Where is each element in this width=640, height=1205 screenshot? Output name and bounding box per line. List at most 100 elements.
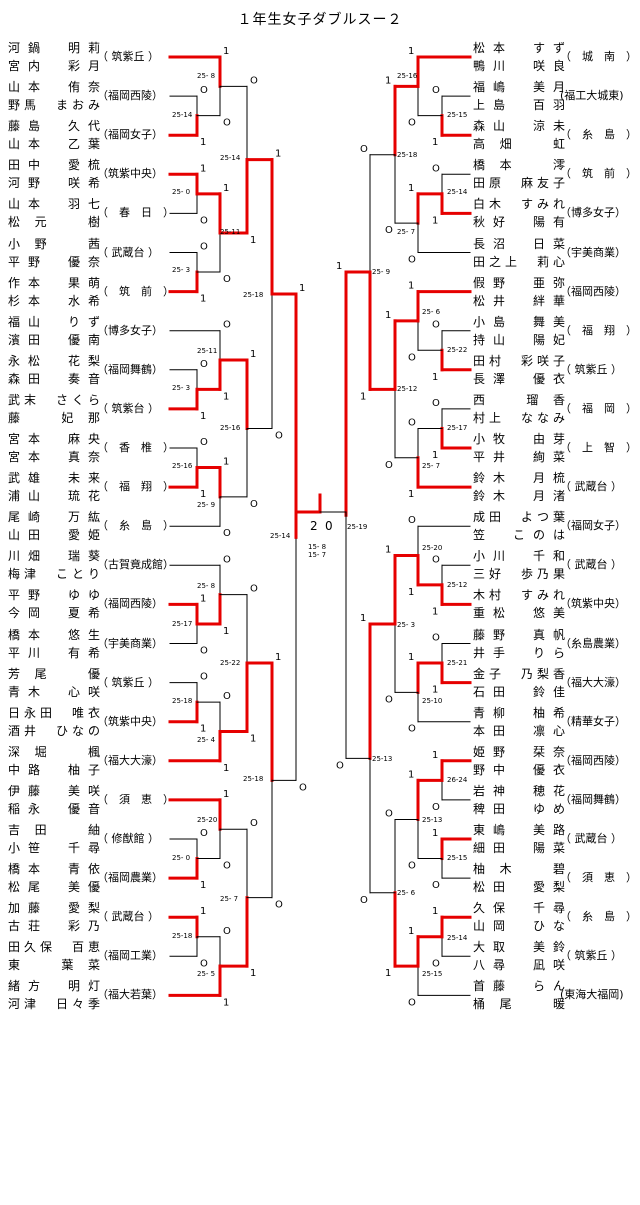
match-result-mark: O xyxy=(200,646,208,657)
entry-pair: 加藤 愛梨古荘 彩乃 xyxy=(8,899,100,935)
school-name: （福岡工業） xyxy=(97,949,163,963)
school-name: （博多女子） xyxy=(560,206,626,220)
match-result-mark: 1 xyxy=(385,968,391,979)
school-name: （ 武蔵台 ） xyxy=(97,245,159,259)
match-score: 25-16 xyxy=(397,72,418,80)
match-result-mark: 1 xyxy=(408,587,414,598)
match-score: 25- 9 xyxy=(372,268,390,276)
player-name: 藤野 真帆 xyxy=(473,627,565,642)
match-result-mark: 1 xyxy=(200,906,206,917)
match-score: 25-11 xyxy=(197,347,217,355)
school-name: （糸島農業） xyxy=(560,636,626,650)
match-result-mark: 1 xyxy=(408,281,414,292)
player-name: 松井 絆華 xyxy=(473,293,565,308)
player-name: 山本 侑奈 xyxy=(8,80,100,95)
match-result-mark: 1 xyxy=(275,652,281,663)
player-name: 田之上 莉心 xyxy=(473,254,565,269)
player-name: 森田 奏音 xyxy=(8,371,100,386)
match-result-mark: O xyxy=(223,926,231,937)
player-name: 笠 このは xyxy=(473,528,565,543)
match-score: 25-15 xyxy=(447,111,467,119)
school-name: （ 福 翔 ） xyxy=(560,323,637,337)
match-result-mark: 1 xyxy=(432,685,438,696)
match-result-mark: 1 xyxy=(200,411,206,422)
match-result-mark: 1 xyxy=(385,75,391,86)
school-name: （ 須 恵 ） xyxy=(560,871,637,885)
entry-pair: 小川 千和三好 歩乃果 xyxy=(473,547,565,583)
player-name: 梅津 ことり xyxy=(8,567,100,582)
player-name: 橋本 澪 xyxy=(473,158,565,173)
entry-pair: 福山 りず濱田 優南 xyxy=(8,313,100,349)
match-score: 25- 0 xyxy=(172,854,190,862)
entry-pair: 假野 亜弥松井 絆華 xyxy=(473,274,565,310)
match-result-mark: 1 xyxy=(250,235,256,246)
match-score: 25-16 xyxy=(172,462,193,470)
player-name: 持山 陽妃 xyxy=(473,332,565,347)
entry-pair: 橋本 青依松尾 美優 xyxy=(8,860,100,896)
match-result-mark: O xyxy=(200,958,208,969)
school-name: （筑紫中央） xyxy=(560,597,626,611)
match-result-mark: 1 xyxy=(408,926,414,937)
match-result-mark: 1 xyxy=(432,215,438,226)
player-name: 藤 妃那 xyxy=(8,410,100,425)
school-name: （福岡西陵） xyxy=(97,89,163,103)
school-name: （ 武蔵台 ） xyxy=(560,832,622,845)
player-name: 伊藤 美咲 xyxy=(8,783,100,798)
player-name: 鈴木 月渚 xyxy=(473,489,565,504)
match-result-mark: 1 xyxy=(200,294,206,305)
entry-pair: 尾崎 万紘山田 愛姫 xyxy=(8,508,100,544)
player-name: 酒井 ひなの xyxy=(8,723,100,738)
entry-pair: 日永田 唯衣酒井 ひなの xyxy=(8,704,100,740)
player-name: 東 葉菜 xyxy=(8,958,100,973)
match-score: 25-19 xyxy=(347,523,367,531)
school-name: (福工大城東) xyxy=(560,89,624,103)
match-score: 25- 5 xyxy=(197,970,215,978)
match-score: 25- 8 xyxy=(197,582,215,590)
school-name: （ 修猷館 ） xyxy=(97,832,159,845)
match-result-mark: O xyxy=(408,417,416,428)
entry-pair: 森山 涼未高畑 虹 xyxy=(473,117,565,153)
entry-pair: 藤野 真帆井手 りら xyxy=(473,626,565,662)
entry-pair: 小野 茜平野 優奈 xyxy=(8,235,100,271)
entry-pair: 久保 千尋山岡 ひな xyxy=(473,899,565,935)
player-name: 青柳 柚希 xyxy=(473,705,565,720)
match-result-mark: O xyxy=(432,633,440,644)
player-name: 中路 柚子 xyxy=(8,762,100,777)
entry-pair: 松本 すず鴨川 咲良 xyxy=(473,39,565,75)
player-name: 久保 千尋 xyxy=(473,901,565,916)
match-result-mark: 1 xyxy=(408,769,414,780)
school-name: （ 武蔵台 ） xyxy=(560,558,622,572)
match-score: 25-18 xyxy=(243,775,263,783)
player-name: 金子 乃梨香 xyxy=(473,666,565,681)
match-result-mark: 1 xyxy=(336,261,342,272)
match-score: 25-18 xyxy=(172,932,192,940)
final-result-left: 2 xyxy=(310,519,318,533)
match-result-mark: O xyxy=(408,724,416,735)
player-name: 白木 すみれ xyxy=(473,197,565,212)
player-name: 濱田 優南 xyxy=(8,332,100,347)
player-name: 橋本 悠生 xyxy=(8,627,100,642)
match-result-mark: O xyxy=(299,782,307,793)
school-name: （ 城 南 ） xyxy=(560,50,637,63)
player-name: 小島 舞美 xyxy=(473,314,565,329)
school-name: （ 筑紫台 ） xyxy=(97,401,159,415)
entry-pair: 橋本 澪田原 麻友子 xyxy=(473,156,565,192)
school-name: （ 筑 前 ） xyxy=(560,167,637,181)
match-result-mark: O xyxy=(223,691,231,702)
player-name: 尾崎 万紘 xyxy=(8,510,100,525)
match-score: 25-17 xyxy=(172,620,192,628)
player-name: 秋好 陽有 xyxy=(473,215,565,230)
entry-pair: 芳尾 優青木 心咲 xyxy=(8,665,100,701)
match-result-mark: O xyxy=(200,437,208,448)
player-name: 柚木 碧 xyxy=(473,862,565,877)
match-result-mark: O xyxy=(200,359,208,370)
school-name: (東海大福岡) xyxy=(560,988,624,1002)
match-score: 25-14 xyxy=(172,111,193,119)
player-name: 稲永 優音 xyxy=(8,801,100,816)
entry-pair: 山本 侑奈野馬 まおみ xyxy=(8,78,100,114)
player-name: 村上 ななみ xyxy=(473,410,565,425)
entry-pair: 東嶋 美路細田 陽菜 xyxy=(473,821,565,857)
school-name: （ 筑 前 ） xyxy=(97,284,174,298)
school-name: （ 武蔵台 ） xyxy=(560,480,622,494)
entry-pair: 木村 すみれ重松 悠美 xyxy=(473,586,565,622)
